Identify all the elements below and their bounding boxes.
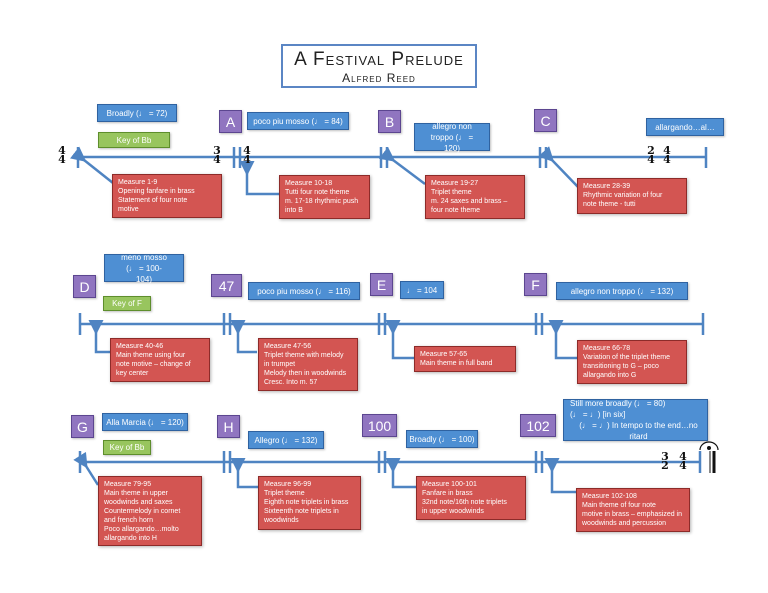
key-label-bb-g: Key of Bb <box>103 440 151 455</box>
tempo-h: Allegro (♩ = 132) <box>248 431 324 449</box>
tempo-c: allargando…al… <box>646 118 724 136</box>
tempo-broadly: Broadly (♩ = 72) <box>97 104 177 122</box>
measure-mark-100: 100 <box>362 414 397 437</box>
tempo-a: poco piu mosso (♩ = 84) <box>247 112 349 130</box>
final-barline-fermata <box>699 441 719 473</box>
rehearsal-mark-a: A <box>219 110 242 133</box>
composer-name: Alfred Reed <box>342 71 416 85</box>
measure-mark-102: 102 <box>520 414 556 437</box>
tempo-d: meno mosso (♩ = 100-104) <box>104 253 184 284</box>
tempo-e: ♩ = 104 <box>400 281 444 299</box>
tempo-b: allegro non troppo (♩ = 120) <box>414 122 490 153</box>
tempo-47: poco piu mosso (♩ = 116) <box>248 282 360 300</box>
tempo-100: Broadly (♩ = 100) <box>406 430 478 448</box>
rehearsal-mark-d: D <box>73 275 96 298</box>
rehearsal-mark-h: H <box>217 415 240 438</box>
tempo-102: Still more broadly (♩ = 80) (♩ = ♩) [in … <box>563 399 708 441</box>
tempo-f: allegro non troppo (♩ = 132) <box>556 282 688 300</box>
title-box: A Festival Prelude Alfred Reed <box>281 44 477 88</box>
rehearsal-mark-f: F <box>524 273 547 296</box>
tempo-g: Alla Marcia (♩ = 120) <box>102 413 188 431</box>
rehearsal-mark-c: C <box>534 109 557 132</box>
rehearsal-mark-e: E <box>370 273 393 296</box>
measure-mark-47: 47 <box>211 274 242 297</box>
key-label-f: Key of F <box>103 296 151 311</box>
rehearsal-mark-b: B <box>378 110 401 133</box>
piece-title: A Festival Prelude <box>294 49 464 70</box>
rehearsal-mark-g: G <box>71 415 94 438</box>
key-label-bb: Key of Bb <box>98 132 170 148</box>
